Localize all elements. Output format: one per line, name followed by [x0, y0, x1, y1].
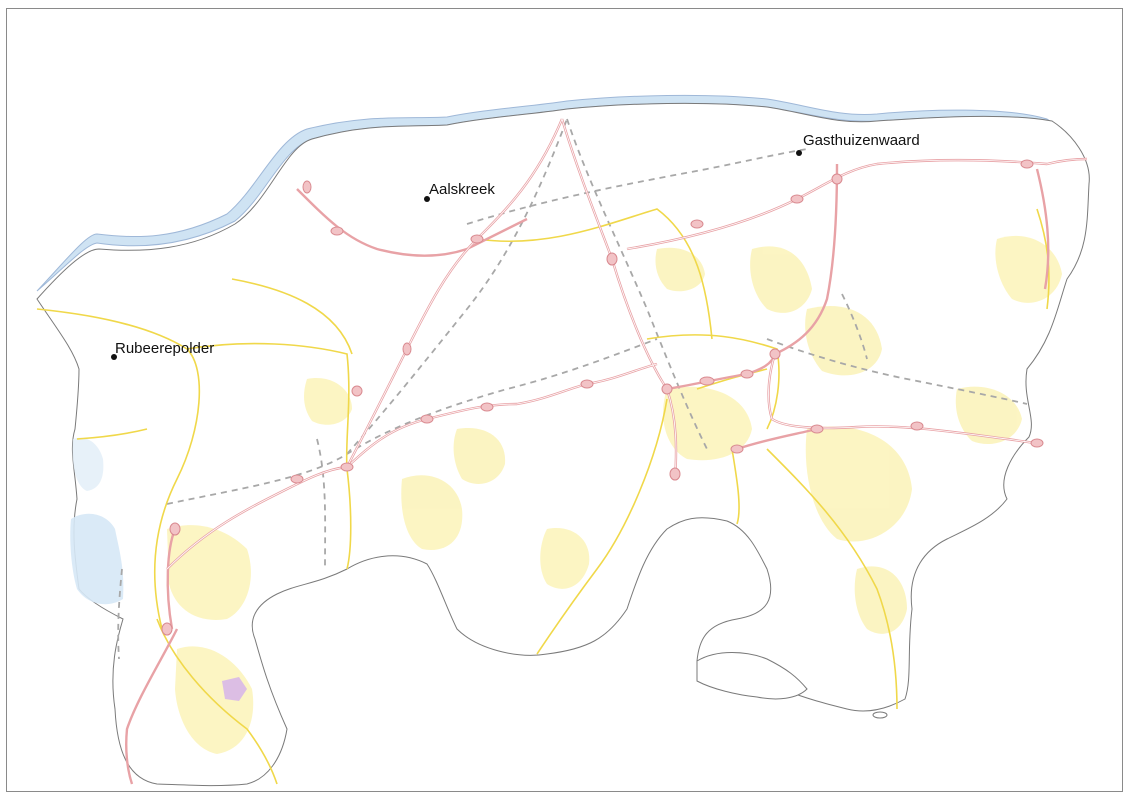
main-roads-inner: [166, 118, 1088, 570]
railways: [117, 118, 1028, 660]
west-wetland-2: [72, 437, 104, 491]
place-label-rubeerepolder[interactable]: Rubeerepolder: [115, 340, 215, 357]
place-marker-rubeerepolder[interactable]: [111, 354, 117, 360]
place-marker-aalskreek[interactable]: [424, 196, 430, 202]
map-canvas[interactable]: [7, 9, 1123, 792]
road-junctions: [161, 159, 1044, 636]
small-islet: [872, 711, 888, 719]
place-label-aalskreek[interactable]: Aalskreek: [429, 181, 495, 198]
place-label-gasthuizenwaard[interactable]: Gasthuizenwaard: [803, 132, 920, 149]
west-wetland: [70, 513, 124, 605]
special-area: [222, 677, 247, 701]
map-frame[interactable]: Gasthuizenwaard Aalskreek Rubeerepolder: [6, 8, 1123, 792]
south-parcel: [696, 652, 808, 700]
place-marker-gasthuizenwaard[interactable]: [796, 150, 802, 156]
